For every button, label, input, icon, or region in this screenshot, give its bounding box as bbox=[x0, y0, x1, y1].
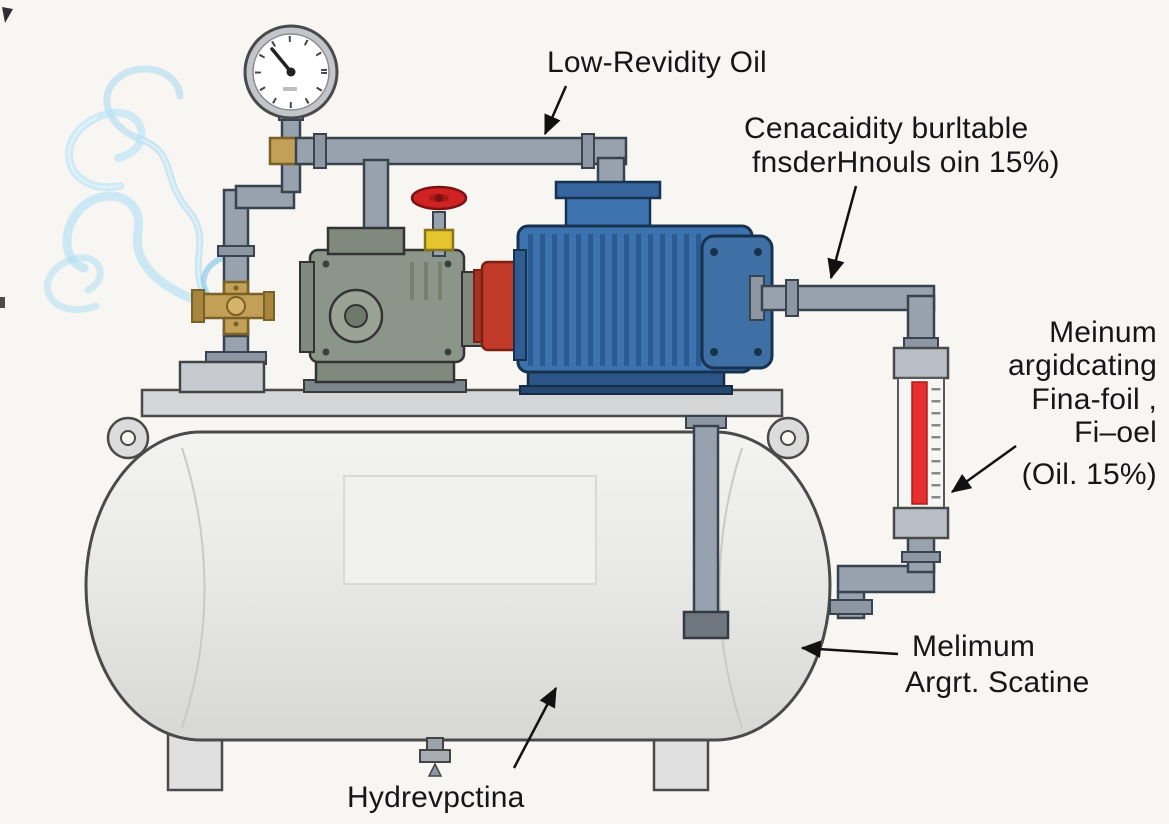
label-indicator-line5: (Oil. 15%) bbox=[1021, 458, 1157, 491]
artifact-mark bbox=[2, 7, 13, 23]
valve-stand-flange bbox=[178, 326, 267, 394]
electric-motor-icon bbox=[513, 180, 774, 395]
brass-vent-valve-icon bbox=[191, 280, 275, 336]
label-low-viscosity-oil: Low-Revidity Oil bbox=[547, 46, 767, 79]
label-tank-line2: Argrt. Scatine bbox=[905, 666, 1090, 699]
vapor-smoke-icon bbox=[44, 65, 225, 314]
arrow-bottom-right-label bbox=[800, 640, 899, 658]
red-handwheel-valve-icon bbox=[410, 185, 468, 257]
label-capacity-line2: fnsderHnouls oin 15%) bbox=[752, 146, 1060, 179]
motor-fins bbox=[528, 234, 702, 366]
suction-strainer-cap bbox=[682, 610, 730, 640]
annotation-arrows bbox=[512, 85, 1017, 769]
arrow-bottom-label bbox=[512, 686, 558, 769]
arrow-right-label bbox=[950, 444, 1017, 494]
label-capacity-line1: Cenacaidity burltable bbox=[744, 112, 1029, 145]
label-indicator-line1: Meinum bbox=[1049, 316, 1157, 349]
sight-glass-indicator-icon bbox=[892, 337, 950, 540]
sight-glass-red-column bbox=[911, 381, 928, 505]
tank-panel bbox=[343, 475, 597, 585]
label-indicator-line3: Fina-foil , bbox=[1031, 383, 1157, 416]
label-reservoir: Hydrevpctina bbox=[347, 781, 525, 814]
return-pipe bbox=[829, 532, 941, 620]
tank-shell bbox=[84, 430, 832, 742]
label-indicator-line4: Fi–oel bbox=[1074, 416, 1157, 449]
suction-pipe bbox=[682, 415, 730, 640]
outlet-pipe-run bbox=[749, 275, 936, 348]
arrow-top-right-label bbox=[827, 185, 858, 280]
drain-fitting-icon bbox=[419, 737, 451, 777]
label-tank-line1: Melimum bbox=[912, 630, 1036, 663]
artifact-mark-2 bbox=[0, 297, 5, 308]
label-indicator-line2: argidcating bbox=[1008, 349, 1157, 382]
hydraulic-pump-icon bbox=[299, 226, 483, 393]
arrow-top-label bbox=[543, 85, 568, 136]
